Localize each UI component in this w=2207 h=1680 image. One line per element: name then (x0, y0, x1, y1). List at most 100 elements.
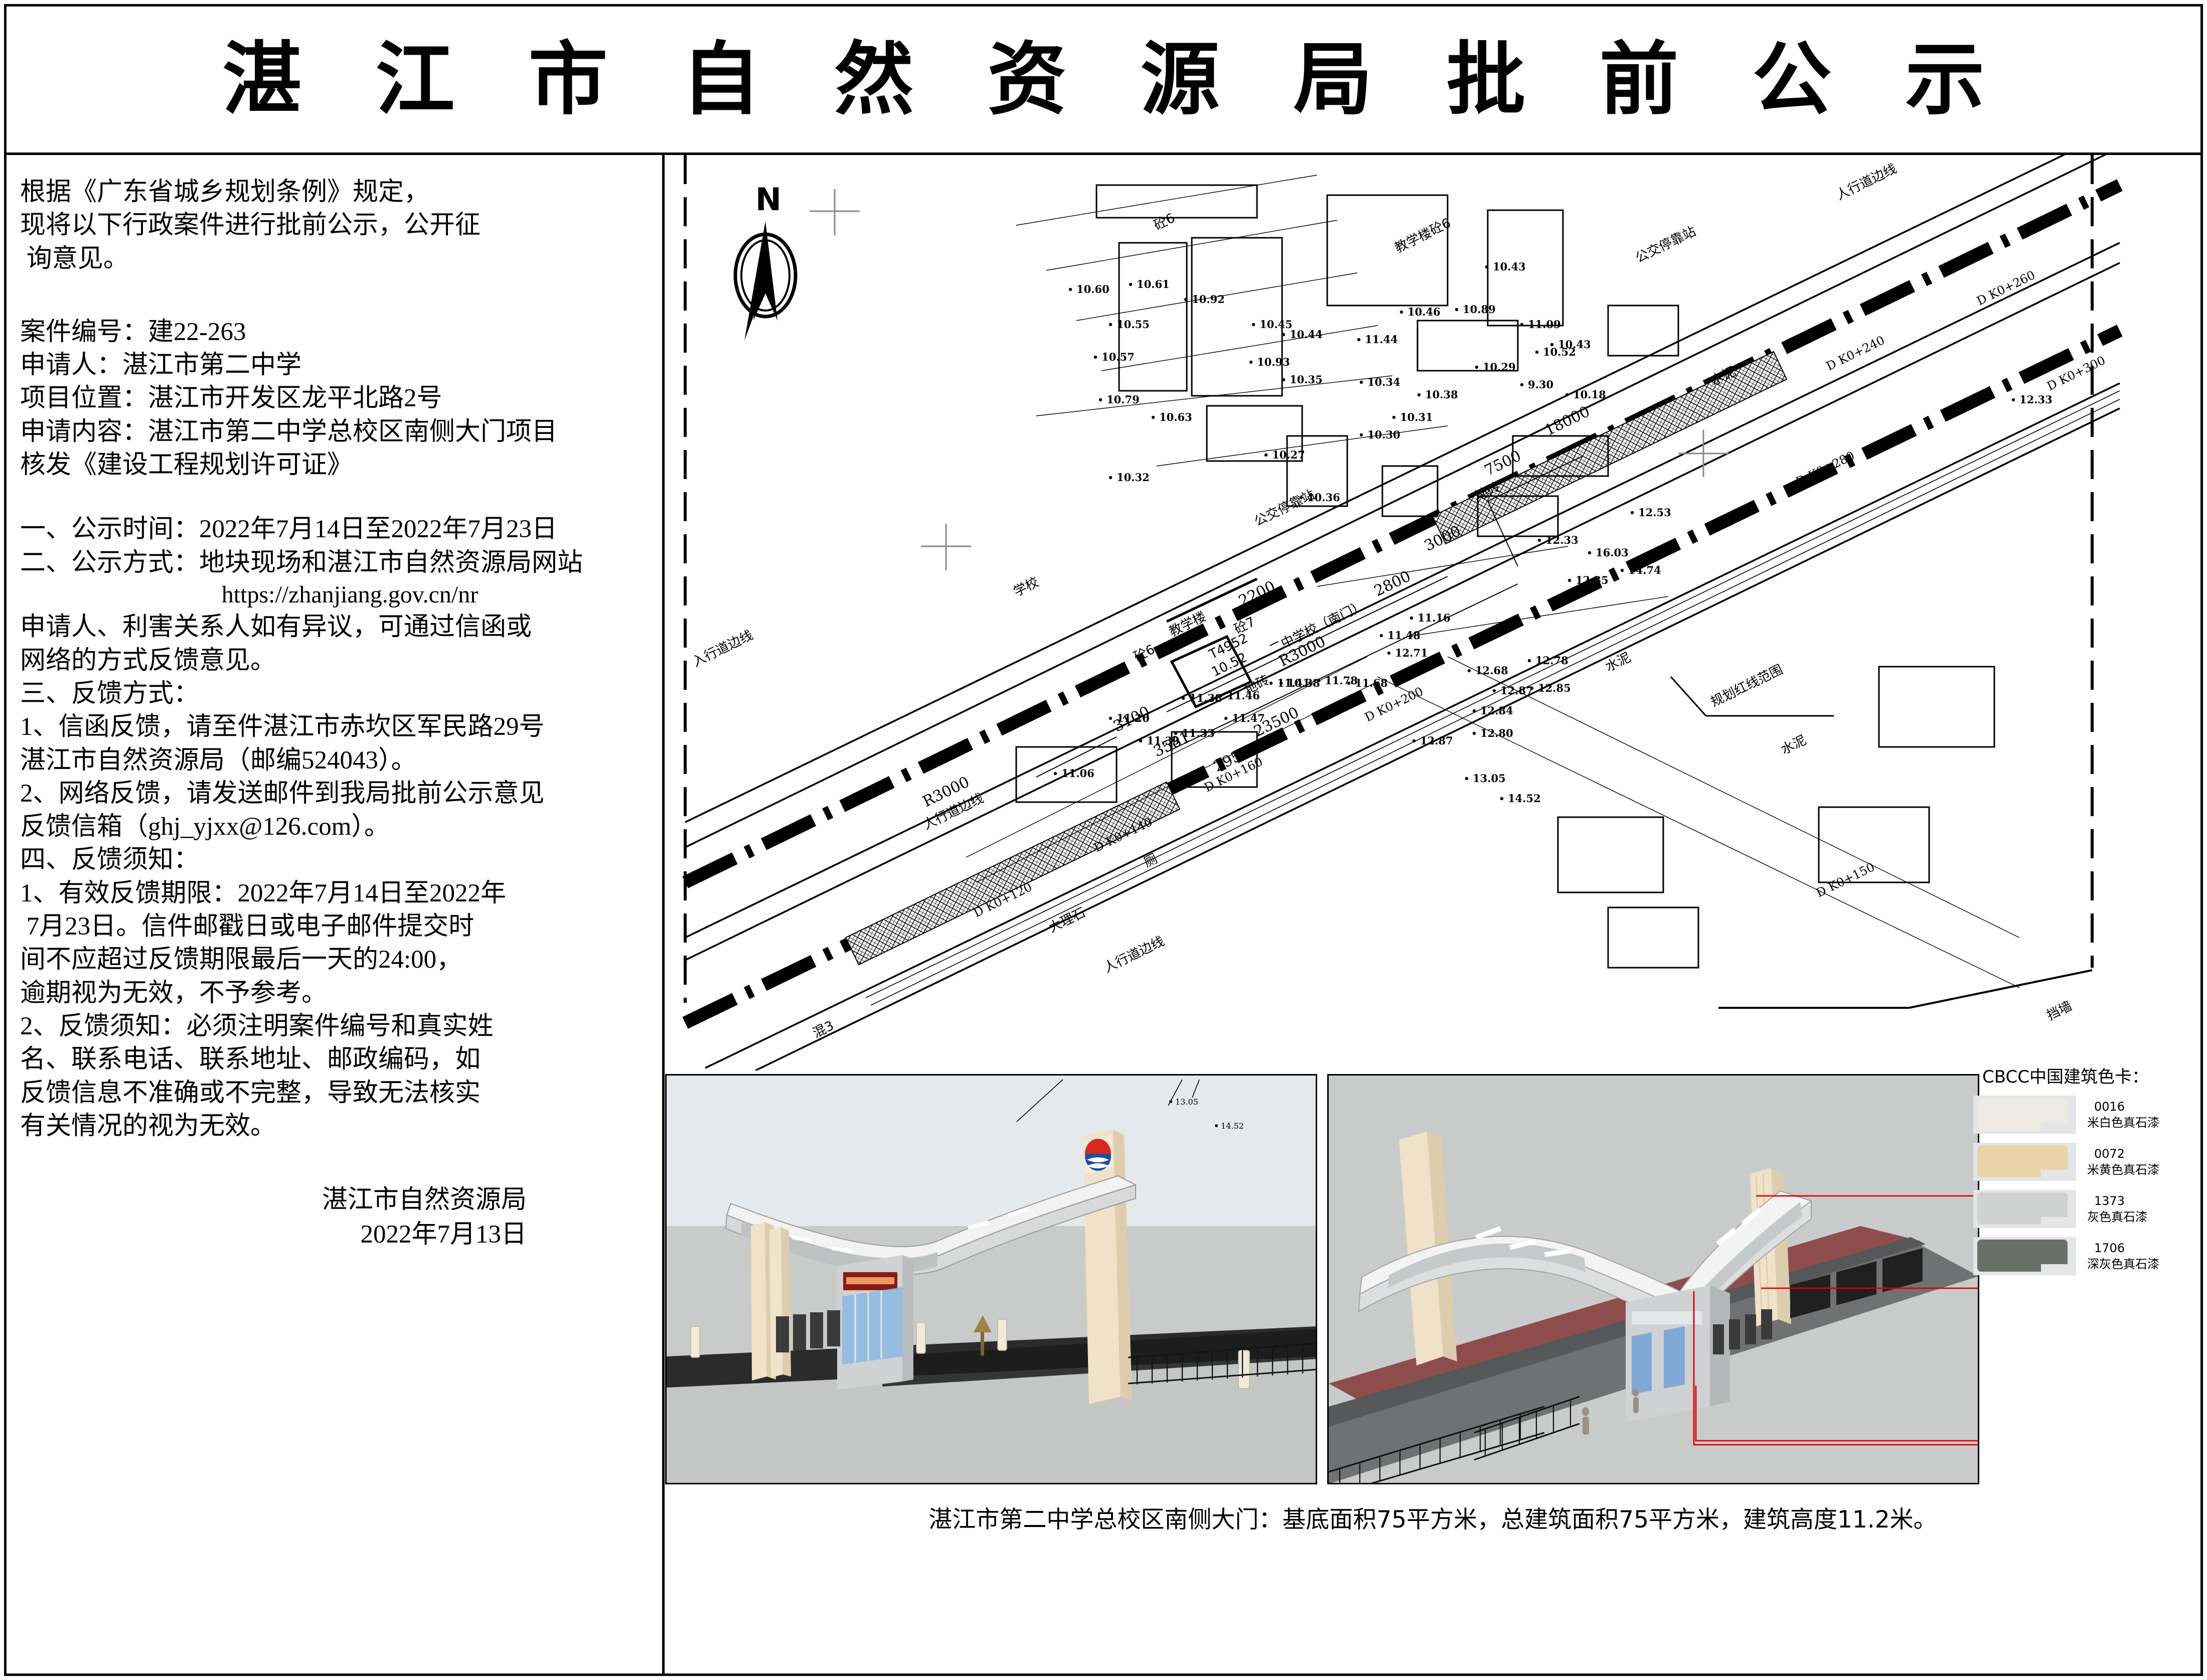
svg-text:10.29: 10.29 (1483, 361, 1516, 373)
svg-text:10.38: 10.38 (1425, 388, 1458, 401)
application-content-line1: 申请内容：湛江市第二中学总校区南侧大门项目 (20, 417, 558, 446)
svg-text:12.71: 12.71 (1395, 647, 1428, 659)
svg-text:挡墙: 挡墙 (2044, 999, 2075, 1024)
svg-text:10.30: 10.30 (1367, 428, 1400, 441)
svg-text:12.33: 12.33 (2019, 393, 2053, 406)
svg-text:3100: 3100 (1111, 703, 1153, 735)
feedback-valid-period: 1、有效反馈期限：2022年7月14日至2022年 7月23日。信件邮戳日或电子… (20, 879, 507, 1007)
svg-text:12.80: 12.80 (1480, 727, 1513, 739)
svg-text:13.05: 13.05 (1473, 772, 1506, 785)
svg-text:11.16: 11.16 (1417, 612, 1451, 624)
elevation-point-markers (1053, 265, 2015, 801)
rendering-row: 13.05 14.52 (665, 1074, 2200, 1488)
swatch-notch (2041, 1217, 2072, 1226)
svg-text:11.48: 11.48 (1387, 629, 1421, 642)
project-caption: 湛江市第二中学总校区南侧大门：基底面积75平方米，总建筑面积75平方米，建筑高度… (928, 1506, 1937, 1534)
north-arrow-icon: N (733, 181, 860, 341)
svg-text:12.87: 12.87 (1500, 684, 1533, 697)
swatch-label-0072: 0072 米黄色真石漆 (2087, 1146, 2159, 1178)
svg-text:10.43: 10.43 (1558, 338, 1591, 351)
page-title: 湛 江 市 自 然 资 源 局 批 前 公 示 (222, 33, 2008, 126)
swatch-code: 0072 (2094, 1146, 2125, 1161)
planning-red-line (684, 155, 2094, 1003)
svg-text:12.85: 12.85 (1538, 682, 1571, 694)
case-number: 案件编号：建22-263 (20, 318, 246, 346)
road-kerb-lines (685, 155, 2120, 1071)
svg-text:11.68: 11.68 (1355, 677, 1388, 689)
svg-text:10.52: 10.52 (1543, 346, 1576, 358)
svg-text:10.61: 10.61 (1137, 278, 1170, 290)
svg-text:12.84: 12.84 (1480, 704, 1513, 717)
svg-text:公交停靠站: 公交停靠站 (1252, 487, 1317, 529)
swatch-0016 (1973, 1096, 2076, 1134)
svg-text:厕: 厕 (1142, 851, 1160, 870)
swatch-name: 深灰色真石漆 (2087, 1257, 2159, 1271)
swatch-notch (2041, 1264, 2072, 1273)
svg-text:12.35: 12.35 (1575, 574, 1609, 586)
issue-date: 2022年7月13日 (360, 1220, 527, 1249)
color-swatch-row: 1373 灰色真石漆 (1973, 1190, 2200, 1228)
red-line-bottom-edge (1718, 969, 2093, 1009)
svg-text:11.06: 11.06 (1061, 767, 1094, 780)
svg-text:10.55: 10.55 (1117, 318, 1150, 331)
svg-text:10.38: 10.38 (1287, 677, 1320, 689)
svg-text:人行道边线: 人行道边线 (1834, 161, 1899, 203)
page-border (4, 4, 2203, 1676)
svg-text:14.52: 14.52 (1221, 1121, 1244, 1131)
svg-text:10.43: 10.43 (1493, 260, 1526, 273)
swatch-name: 米黄色真石漆 (2087, 1163, 2159, 1177)
sidewalk-paving (845, 351, 1788, 966)
publicity-url[interactable]: https://zhanjiang.gov.cn/nr (221, 581, 479, 608)
svg-text:10.18: 10.18 (1573, 388, 1606, 401)
svg-text:教学楼: 教学楼 (1392, 225, 1434, 256)
publicity-period: 一、公示时间：2022年7月14日至2022年7月23日 (20, 515, 558, 544)
project-location: 项目位置：湛江市开发区龙平北路2号 (20, 384, 442, 413)
swatch-1706 (1973, 1237, 2076, 1275)
svg-text:10.35: 10.35 (1290, 373, 1323, 386)
svg-text:D K0+240: D K0+240 (1824, 333, 1887, 373)
survey-thin-linework (966, 175, 2020, 988)
applicant: 申请人：湛江市第二中学 (20, 351, 302, 380)
material-leader-lines (1693, 1195, 1978, 1446)
svg-text:11.39: 11.39 (1147, 734, 1180, 747)
svg-text:10.32: 10.32 (1117, 471, 1150, 484)
svg-text:14.52: 14.52 (1508, 792, 1541, 805)
svg-text:9.30: 9.30 (1528, 378, 1553, 391)
svg-text:14.74: 14.74 (1628, 564, 1661, 576)
notice-intro: 根据《广东省城乡规划条例》规定， 现将以下行政案件进行批前公示，公开征 询意见。 (20, 178, 481, 273)
feedback-requirements: 2、反馈须知：必须注明案件编号和真实姓 名、联系电话、联系地址、邮政编码，如 反… (20, 1012, 494, 1140)
swatch-label-1706: 1706 深灰色真石漆 (2087, 1240, 2159, 1273)
gate-aerial-rendering (1327, 1074, 1979, 1484)
svg-text:10.34: 10.34 (1367, 376, 1400, 388)
swatch-code: 1706 (2094, 1241, 2125, 1255)
svg-text:规划红线范围: 规划红线范围 (1708, 662, 1785, 710)
swatch-name: 米白色真石漆 (2087, 1116, 2159, 1130)
publicity-method: 二、公示方式：地块现场和湛江市自然资源局网站 (20, 548, 583, 577)
survey-cross-marks (921, 430, 1728, 570)
svg-text:10.36: 10.36 (1307, 491, 1340, 504)
color-swatch-row: 0072 米黄色真石漆 (1973, 1143, 2200, 1181)
svg-text:10.27: 10.27 (1272, 448, 1305, 461)
svg-text:砼6: 砼6 (1132, 642, 1157, 665)
color-swatch-row: 0016 米白色真石漆 (1973, 1096, 2200, 1134)
building-outlines (1015, 184, 1995, 969)
svg-text:12.87: 12.87 (1420, 734, 1453, 747)
svg-text:水泥: 水泥 (1603, 650, 1633, 675)
svg-text:10.79: 10.79 (1107, 393, 1140, 406)
svg-text:11.47: 11.47 (1232, 712, 1265, 724)
color-card-title: CBCC中国建筑色卡： (1982, 1067, 2149, 1087)
svg-text:入行道边线: 入行道边线 (690, 628, 755, 670)
svg-text:人行道边线: 人行道边线 (1101, 934, 1167, 976)
swatch-label-1373: 1373 灰色真石漆 (2087, 1193, 2147, 1226)
swatch-notch (2041, 1123, 2072, 1131)
svg-text:10.92: 10.92 (1192, 293, 1225, 306)
svg-text:10.89: 10.89 (1463, 303, 1496, 316)
red-line-callout (1670, 676, 1834, 717)
feedback-by-mail: 1、信函反馈，请至件湛江市赤坎区军民路29号 湛江市自然资源局（邮编524043… (20, 713, 545, 775)
svg-text:12.78: 12.78 (1535, 654, 1568, 667)
swatch-code: 1373 (2094, 1193, 2125, 1208)
feedback-by-email: 2、网络反馈，请发送邮件到我局批前公示意见 反馈信箱（ghj_yjxx@126.… (20, 779, 545, 841)
